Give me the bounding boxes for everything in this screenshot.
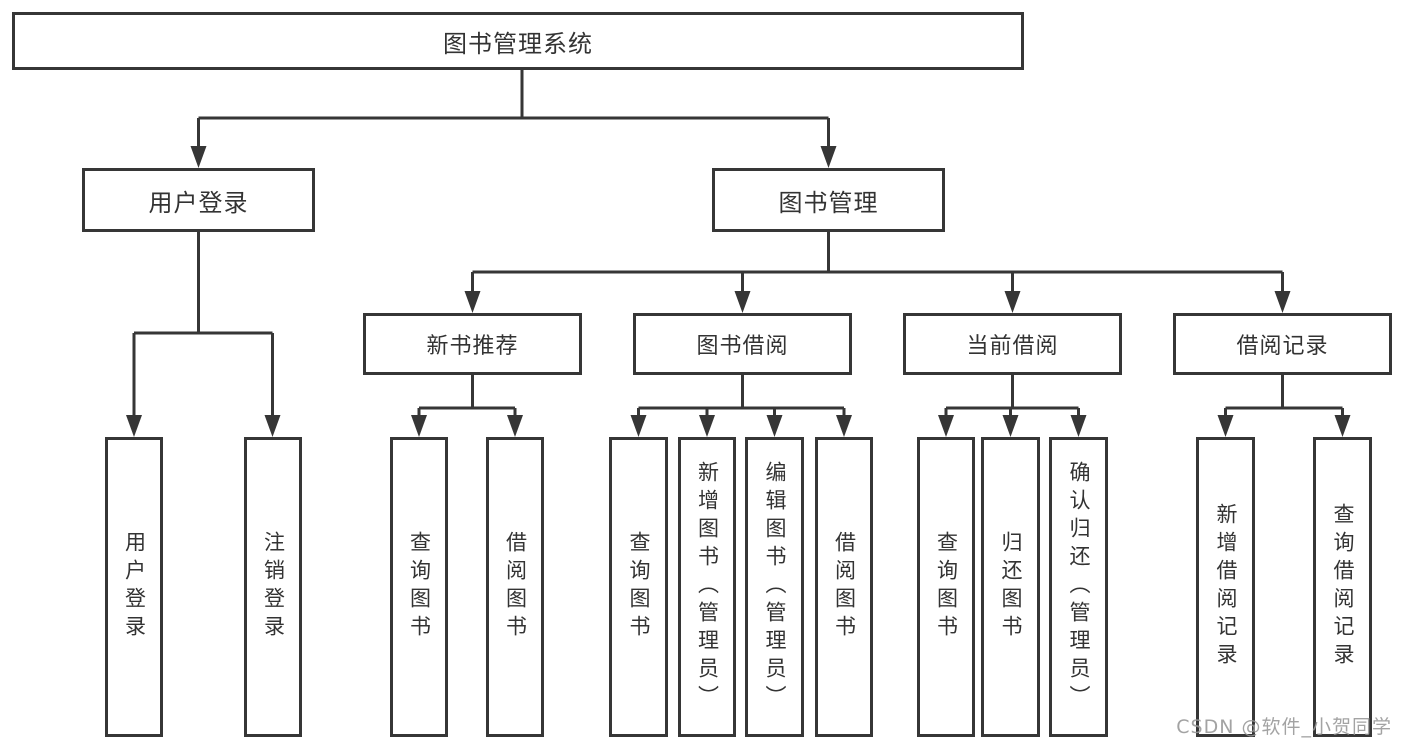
leaf-return-books-label: 归还图书 [999,531,1023,643]
node-new-book-recommend: 新书推荐 [363,313,582,375]
leaf-query-books-borrowing-label: 查询图书 [627,531,651,643]
connector-root-to-level2 [197,70,830,148]
leaf-logout-label: 注销登录 [261,531,286,643]
connector-borrow-to-leaves [637,375,846,418]
connector-bookmgmt-to-level3 [471,232,1284,294]
node-user-login: 用户登录 [82,168,315,232]
leaf-query-books-recommend-label: 查询图书 [407,531,432,643]
leaf-edit-book-admin-label: 编辑图书（管理员） [763,461,787,713]
connector-records-to-leaves [1224,375,1344,418]
leaf-add-book-admin-label: 新增图书（管理员） [695,461,720,713]
leaf-borrow-books: 借阅图书 [815,437,873,737]
leaf-logout: 注销登录 [244,437,302,737]
leaf-add-borrow-record-label: 新增借阅记录 [1214,503,1238,671]
leaf-confirm-return-admin: 确认归还（管理员） [1049,437,1108,737]
leaf-borrow-books-label: 借阅图书 [832,531,857,643]
leaf-add-borrow-record: 新增借阅记录 [1196,437,1255,737]
leaf-query-books-borrowing: 查询图书 [609,437,668,737]
leaf-user-login: 用户登录 [105,437,163,737]
leaf-borrow-books-recommend-label: 借阅图书 [503,531,528,643]
leaf-query-borrow-record-label: 查询借阅记录 [1331,503,1355,671]
connector-newbook-to-leaves [417,375,517,418]
leaf-confirm-return-admin-label: 确认归还（管理员） [1067,461,1091,713]
leaf-add-book-admin: 新增图书（管理员） [678,437,736,737]
node-book-management: 图书管理 [712,168,945,232]
node-library-management-system: 图书管理系统 [12,12,1024,70]
leaf-edit-book-admin: 编辑图书（管理员） [745,437,804,737]
connector-userlogin-to-leaves [132,232,274,418]
leaf-user-login-label: 用户登录 [122,531,147,643]
csdn-watermark: CSDN @软件_小贺同学 [1176,716,1392,738]
node-current-borrowing: 当前借阅 [903,313,1122,375]
node-book-borrowing: 图书借阅 [633,313,852,375]
leaf-query-books-recommend: 查询图书 [390,437,448,737]
leaf-query-books-current-label: 查询图书 [934,531,959,643]
node-borrowing-records: 借阅记录 [1173,313,1392,375]
leaf-return-books: 归还图书 [981,437,1040,737]
leaf-borrow-books-recommend: 借阅图书 [486,437,544,737]
leaf-query-books-current: 查询图书 [917,437,975,737]
leaf-query-borrow-record: 查询借阅记录 [1313,437,1372,737]
connector-current-to-leaves [944,375,1080,418]
